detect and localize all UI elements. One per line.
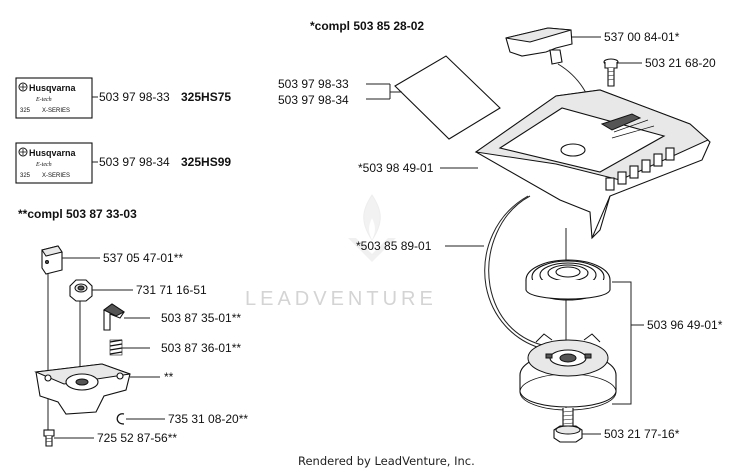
decal-brand: Husqvarna <box>29 148 77 158</box>
pawl-part[interactable] <box>103 303 125 331</box>
callout-handle: 537 00 84-01* <box>604 30 680 44</box>
decal-frame <box>15 142 93 184</box>
callout-spring-pulley: 503 96 49-01* <box>647 318 723 332</box>
callout-sheet-a: 503 97 98-33 <box>278 77 349 91</box>
compl-main-header: *compl 503 85 28-02 <box>310 19 424 33</box>
watermark: LEADVENTURE <box>245 194 437 310</box>
callout-cap: 537 05 47-01** <box>103 251 183 265</box>
callout-screw-bottom: 503 21 77-16* <box>604 427 680 441</box>
decal-subtitle: E-tech <box>35 162 52 168</box>
footer-credit: Rendered by LeadVenture, Inc. <box>298 454 475 468</box>
recoil-spring-part[interactable] <box>525 259 611 301</box>
watermark-flame-logo <box>348 194 396 262</box>
compl-secondary-header: **compl 503 87 33-03 <box>18 207 137 221</box>
callout-clip: 735 31 08-20** <box>168 412 248 426</box>
decal-model: 325HS75 <box>181 90 231 104</box>
clip-part[interactable] <box>116 413 125 425</box>
starter-housing-part[interactable] <box>474 89 711 240</box>
watermark-text: LEADVENTURE <box>245 288 437 310</box>
callout-screw-top: 503 21 68-20 <box>645 56 716 70</box>
decal-frame <box>15 77 93 119</box>
callout-rope: *503 85 89-01 <box>356 239 432 253</box>
husqvarna-logo-icon <box>18 82 28 92</box>
leader-spring-pulley-bracket <box>612 281 632 405</box>
callout-spring: 503 87 36-01** <box>161 341 241 355</box>
decal-325hs75[interactable]: Husqvarna E-tech 325 X-SERIES <box>15 77 93 119</box>
nut-part[interactable] <box>69 279 93 302</box>
callout-nut: 731 71 16-51 <box>136 283 207 297</box>
callout-housing: *503 98 49-01 <box>358 161 434 175</box>
callout-pawl: 503 87 35-01** <box>161 311 241 325</box>
screw-left-part[interactable] <box>43 429 55 447</box>
decal-model-code: 325 <box>20 108 31 114</box>
decal-series-badge: X-SERIES <box>42 108 70 114</box>
callout-sheet-b: 503 97 98-34 <box>278 93 349 107</box>
spring-part[interactable] <box>109 339 123 356</box>
screw-top-part[interactable] <box>603 58 619 87</box>
cap-part[interactable] <box>41 245 63 275</box>
decal-series-badge: X-SERIES <box>42 173 70 179</box>
base-plate-part[interactable] <box>34 363 131 415</box>
decal-sheet-part[interactable] <box>394 55 501 140</box>
decal-model: 325HS99 <box>181 155 231 169</box>
rope-main-line <box>484 195 541 349</box>
rope-main-line-inner <box>488 195 543 346</box>
callout-screw-left: 725 52 87-56** <box>97 431 177 445</box>
decal-model-code: 325 <box>20 173 31 179</box>
screw-bottom-part[interactable] <box>553 408 583 443</box>
decal-part-number: 503 97 98-34 <box>99 155 170 169</box>
decal-part-number: 503 97 98-33 <box>99 90 170 104</box>
pulley-part[interactable] <box>519 333 617 411</box>
callout-base: ** <box>164 370 174 384</box>
starter-handle-part[interactable] <box>505 27 573 65</box>
decal-325hs99[interactable]: Husqvarna E-tech 325 X-SERIES <box>15 142 93 184</box>
husqvarna-logo-icon <box>18 147 28 157</box>
decal-brand: Husqvarna <box>29 83 77 93</box>
decal-subtitle: E-tech <box>35 97 52 103</box>
housing-vent-slots <box>605 147 675 191</box>
